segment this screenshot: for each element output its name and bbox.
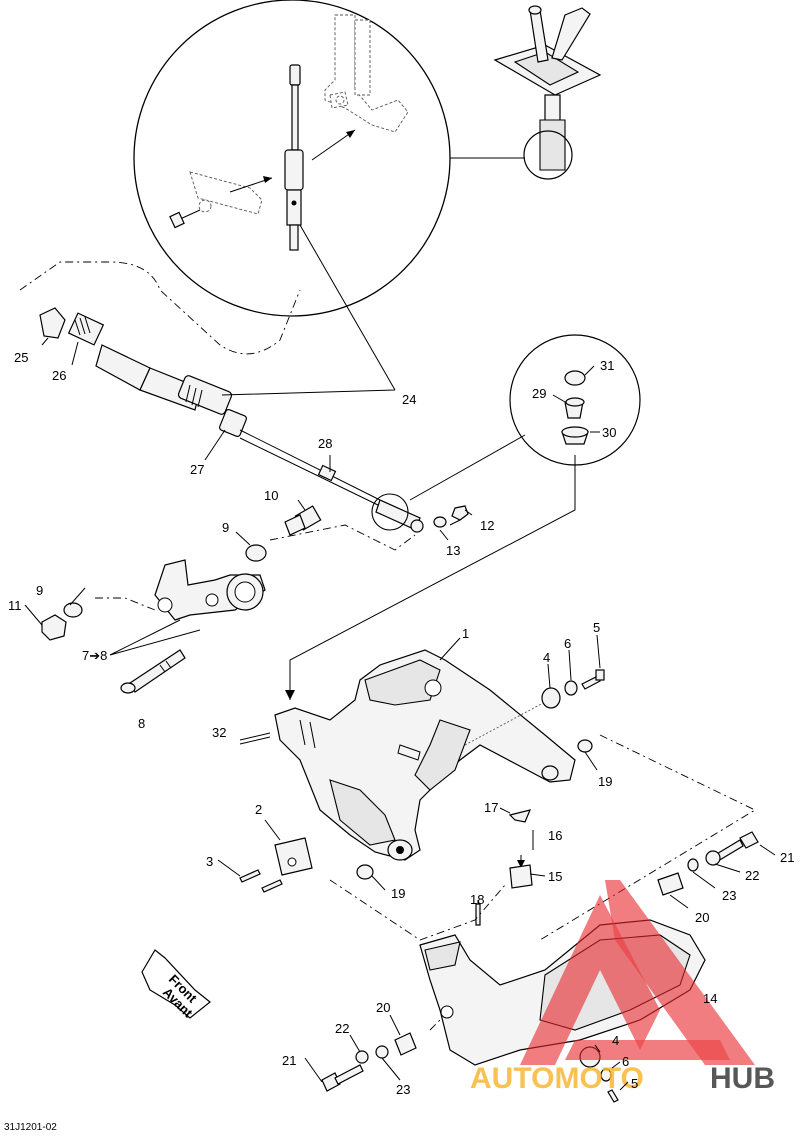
callout-22-right: 22 [745,868,759,883]
screw-18 [475,903,481,926]
shift-arm [154,559,266,621]
callout-22-left: 22 [335,1021,349,1036]
callout-20-left: 20 [376,1000,390,1015]
leader-lines [24,224,776,1091]
watermark-logo: AUTOMOTO HUB [470,880,775,1095]
cable-route-line [19,261,301,355]
callout-6-upper: 6 [564,636,571,651]
left-bolt-stack [321,1032,417,1092]
callout-17: 17 [484,800,498,815]
callout-2: 2 [255,802,262,817]
callout-5-lower: 5 [631,1076,638,1091]
callout-19-upper: 19 [598,774,612,789]
roll-pin-32 [239,732,271,745]
pivot-nut [41,602,83,641]
pivot-bolt [245,505,322,562]
shift-lever-assembly [493,5,602,180]
callout-26: 26 [52,368,66,383]
callout-labels: 1 2 3 4 4 5 5 6 6 7➔8 8 9 9 10 11 12 13 … [8,350,794,1097]
shift-cable [39,307,424,533]
callout-8: 8 [138,716,145,731]
front-direction-arrow: Front Avant [141,949,211,1021]
main-bracket [274,649,576,861]
watermark-text-2: HUB [710,1062,775,1095]
callout-6-lower: 6 [622,1054,629,1069]
callout-4-upper: 4 [543,650,550,665]
detail-leader [409,434,526,501]
latch-parts [508,809,534,889]
callout-5-upper: 5 [593,620,600,635]
shim-plate [239,837,313,893]
detail-arrow-to-bracket [289,455,576,700]
lower-dash-left [329,879,506,941]
pin-leaders [109,619,201,656]
callout-29: 29 [532,386,546,401]
callout-11: 11 [8,598,22,613]
bushing-axis-line [464,701,546,746]
callout-28: 28 [318,436,332,451]
bushing-detail-circle [509,334,641,466]
callout-32: 32 [212,725,226,740]
callout-7: 7➔8 [82,648,107,663]
callout-21-left: 21 [282,1053,296,1068]
washer-19-lower [356,864,374,880]
diagram-reference-code: 31J1201-02 [4,1122,57,1133]
watermark-text-1: AUTOMOTO [470,1062,644,1095]
callout-23-left: 23 [396,1082,410,1097]
arm-dash-left [95,597,156,611]
callout-13: 13 [446,543,460,558]
callout-19-lower: 19 [391,886,405,901]
upper-bushing-stack [541,669,605,709]
callout-16: 16 [548,828,562,843]
callout-27: 27 [190,462,204,477]
callout-14: 14 [703,991,717,1006]
cable-end-detail-circle [133,0,451,317]
lower-dash-right [539,734,756,941]
callout-4-lower: 4 [612,1033,619,1048]
callout-3: 3 [206,854,213,869]
right-bolt-stack [657,831,759,896]
washer-19-upper [577,739,593,753]
callout-23-right: 23 [722,888,736,903]
arm-dash-right [269,524,416,551]
callout-1: 1 [462,626,469,641]
callout-10: 10 [264,488,278,503]
callout-15: 15 [548,869,562,884]
callout-20-right: 20 [695,910,709,925]
callout-24: 24 [402,392,416,407]
callout-9-lower: 9 [36,583,43,598]
callout-21-right: 21 [780,850,794,865]
callout-18: 18 [470,892,484,907]
callout-30: 30 [602,425,616,440]
callout-31: 31 [600,358,614,373]
clevis-pin [120,649,186,694]
callout-12: 12 [480,518,494,533]
callout-25: 25 [14,350,28,365]
callout-9-upper: 9 [222,520,229,535]
cable-end-nut [433,505,469,528]
